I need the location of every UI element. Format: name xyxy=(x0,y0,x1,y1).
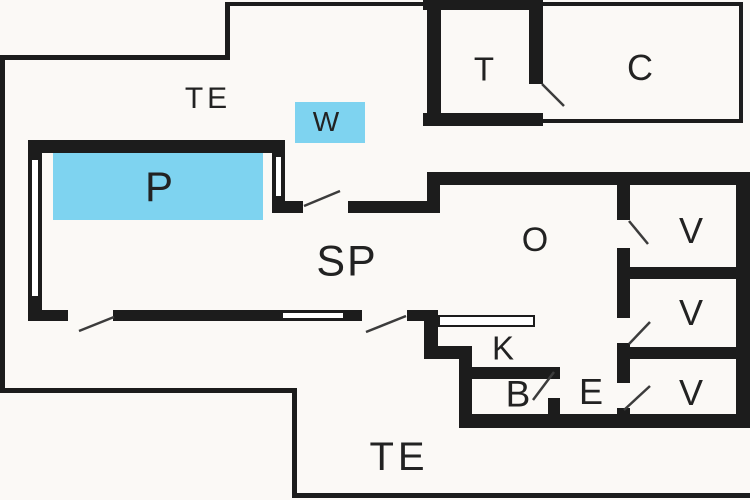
room-label-terrace-top: TE xyxy=(184,82,232,115)
bedroom-divider xyxy=(617,347,750,359)
room-label-carport: C xyxy=(627,47,653,88)
room-label-whirlpool: W xyxy=(312,106,340,137)
room-label-bedroom-top: V xyxy=(678,210,704,251)
swimming-pool xyxy=(53,153,263,220)
south-wall xyxy=(113,310,362,321)
door-leaf-north xyxy=(303,189,341,208)
boundary-line xyxy=(0,55,5,393)
east-band-wall xyxy=(427,172,750,185)
room-label-living: SP xyxy=(316,237,378,286)
bathroom-wall xyxy=(459,367,560,379)
room-label-toilet: T xyxy=(473,50,495,88)
boundary-line xyxy=(225,2,230,59)
door-leaf-toilet xyxy=(541,83,565,107)
window xyxy=(281,311,345,320)
bedroom-wall xyxy=(617,248,630,318)
north-wall xyxy=(348,201,440,213)
boundary-line xyxy=(292,388,297,498)
north-wall xyxy=(272,201,303,213)
bedroom-wall xyxy=(617,172,630,220)
room-label-terrace-bottom: TE xyxy=(369,435,429,479)
room-label-bedroom-bottom: V xyxy=(678,372,704,413)
door-leaf-bathroom xyxy=(532,371,555,401)
boundary-line xyxy=(225,2,431,6)
room-label-bathroom: B xyxy=(505,373,531,415)
window xyxy=(274,155,283,198)
carport-wall xyxy=(739,2,743,123)
room-label-lounge: O xyxy=(521,221,549,259)
right-outer-wall xyxy=(736,172,750,428)
bedroom-divider xyxy=(617,267,750,279)
door-leaf-terrace-right xyxy=(365,314,407,334)
room-label-pool: P xyxy=(144,163,174,210)
south-wall xyxy=(407,310,438,321)
bathroom-wall xyxy=(548,398,560,428)
door-leaf-terrace-left xyxy=(78,315,115,333)
room-label-entrance: E xyxy=(578,371,604,412)
kitchen-counter xyxy=(438,315,535,327)
toilet-wall xyxy=(529,0,543,84)
toilet-wall xyxy=(423,0,543,10)
toilet-wall xyxy=(427,0,441,126)
boundary-line xyxy=(0,388,297,393)
boundary-line xyxy=(292,493,750,498)
window xyxy=(30,158,40,298)
room-label-kitchen: K xyxy=(491,329,515,367)
boundary-line xyxy=(0,55,230,60)
south-wall xyxy=(28,310,68,321)
room-label-bedroom-middle: V xyxy=(678,292,704,333)
door-leaf-bedroom-bottom xyxy=(623,385,651,411)
step-wall xyxy=(459,346,472,428)
bedroom-wall xyxy=(617,408,630,428)
door-leaf-bedroom-middle xyxy=(628,321,651,345)
toilet-wall xyxy=(423,113,543,126)
pool-room-wall xyxy=(28,140,285,153)
carport-wall xyxy=(540,2,743,6)
whirlpool-tub xyxy=(295,102,365,143)
bottom-outer-wall xyxy=(459,414,750,428)
carport-wall xyxy=(543,119,743,123)
door-leaf-bedroom-top xyxy=(628,220,649,245)
